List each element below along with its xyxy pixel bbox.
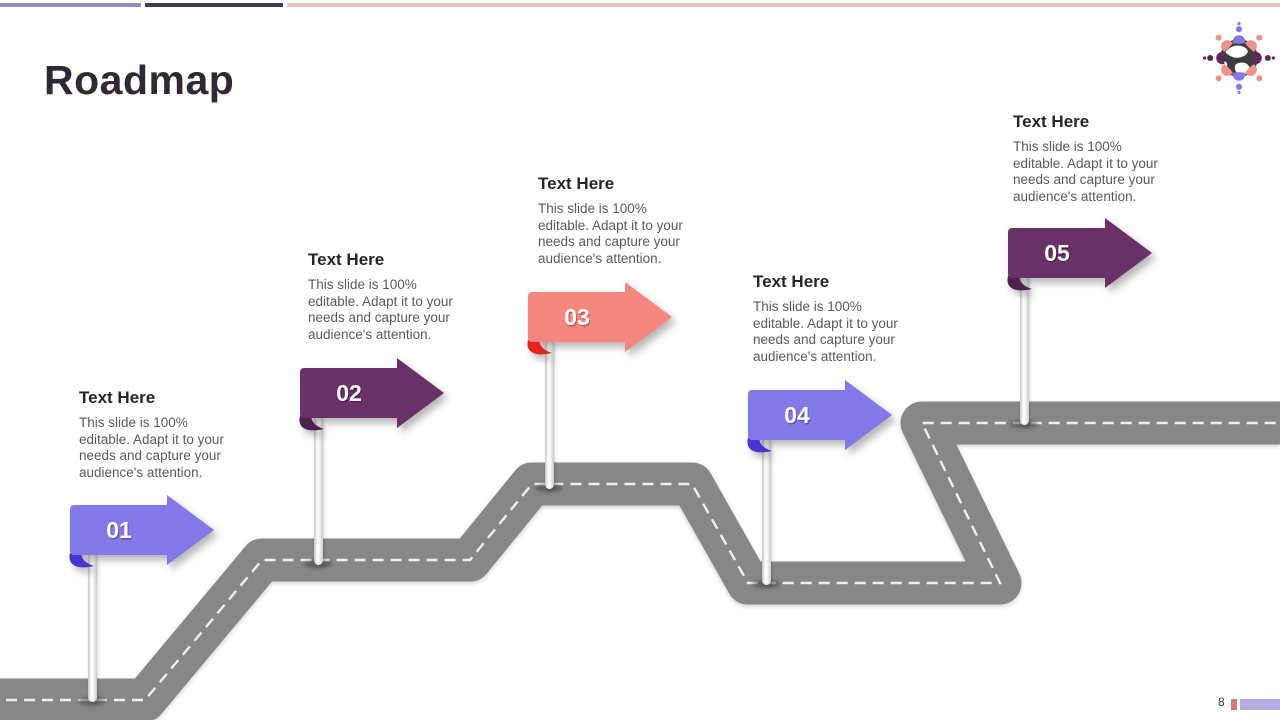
people-ring	[1203, 22, 1275, 94]
milestone-number: 01	[106, 517, 132, 543]
milestone-description: This slide is 100% editable. Adapt it to…	[753, 299, 923, 365]
milestone-01-text: Text Here This slide is 100% editable. A…	[79, 388, 249, 481]
description-line: editable. Adapt it to your	[1013, 155, 1158, 171]
description-line: needs and capture your	[308, 310, 450, 325]
description-line: editable. Adapt it to your	[753, 315, 898, 331]
page-title: Roadmap	[44, 57, 235, 104]
sign-curl	[299, 414, 324, 431]
signpost-pole	[87, 552, 97, 702]
svg-text:01: 01	[107, 519, 133, 545]
sign-curl	[527, 338, 552, 355]
description-line: needs and capture your	[1013, 172, 1155, 187]
description-line: audience's attention.	[753, 348, 877, 364]
milestone-number: 04	[784, 402, 810, 428]
sign-arrow-02: 02 02	[299, 358, 444, 431]
milestone-description: This slide is 100% editable. Adapt it to…	[308, 277, 478, 343]
sign-arrow-shape	[300, 358, 444, 428]
sign-curl	[747, 436, 772, 453]
description-line: editable. Adapt it to your	[308, 293, 453, 309]
signpost-pole	[1019, 275, 1029, 425]
description-line: audience's attention.	[1013, 188, 1137, 204]
description-line: This slide is 100%	[538, 201, 647, 216]
milestone-03-text: Text Here This slide is 100% editable. A…	[538, 174, 708, 267]
description-line: editable. Adapt it to your	[538, 217, 683, 233]
description-line: This slide is 100%	[753, 299, 862, 314]
milestone-title: Text Here	[79, 388, 156, 407]
sign-arrow-shape	[748, 380, 892, 450]
description-line: needs and capture your	[79, 448, 221, 463]
milestone-title: Text Here	[1013, 112, 1090, 131]
road-center-dashes	[0, 421, 1280, 702]
globe-people-logo-icon	[1203, 22, 1275, 94]
milestone-number: 03	[564, 304, 590, 330]
sign-curl	[1007, 274, 1032, 291]
sign-arrow-03: 03 03	[527, 282, 672, 355]
sign-arrow-05: 05 05	[1007, 218, 1152, 291]
sign-arrow-04: 04 04	[747, 380, 892, 453]
description-line: needs and capture your	[538, 234, 680, 249]
footer-accent-red	[1231, 699, 1237, 710]
signpost-pole	[761, 437, 771, 585]
milestone-number: 05	[1044, 240, 1070, 266]
milestone-02-text: Text Here This slide is 100% editable. A…	[308, 250, 478, 343]
svg-text:05: 05	[1045, 242, 1071, 268]
description-line: This slide is 100%	[1013, 139, 1122, 154]
top-bar-segment-3	[287, 3, 1280, 7]
milestone-description: This slide is 100% editable. Adapt it to…	[538, 201, 708, 267]
svg-text:04: 04	[785, 404, 811, 430]
milestone-title: Text Here	[538, 174, 615, 193]
milestone-description: This slide is 100% editable. Adapt it to…	[1013, 139, 1183, 205]
description-line: needs and capture your	[753, 332, 895, 347]
sign-curl	[69, 551, 94, 568]
description-line: editable. Adapt it to your	[79, 431, 224, 447]
page-number: 8	[1218, 695, 1225, 709]
signpost-pole	[313, 415, 323, 565]
sign-arrow-shape	[70, 495, 214, 565]
milestone-04-text: Text Here This slide is 100% editable. A…	[753, 272, 923, 365]
svg-text:02: 02	[337, 382, 363, 408]
description-line: This slide is 100%	[79, 415, 188, 430]
milestone-title: Text Here	[308, 250, 385, 269]
description-line: audience's attention.	[308, 326, 432, 342]
top-bar-segment-1	[0, 3, 141, 7]
milestone-title: Text Here	[753, 272, 830, 291]
footer-accent-purple	[1240, 699, 1280, 710]
description-line: This slide is 100%	[308, 277, 417, 292]
sign-arrow-shape	[528, 282, 672, 352]
svg-text:03: 03	[565, 306, 591, 332]
description-line: audience's attention.	[538, 250, 662, 266]
sign-arrow-shape	[1008, 218, 1152, 288]
sign-arrow-01: 01 01	[69, 495, 214, 568]
top-bar-segment-2	[145, 3, 283, 7]
milestone-description: This slide is 100% editable. Adapt it to…	[79, 415, 249, 481]
signpost-pole	[544, 339, 554, 489]
milestone-number: 02	[336, 380, 362, 406]
milestone-05-text: Text Here This slide is 100% editable. A…	[1013, 112, 1183, 205]
description-line: audience's attention.	[79, 464, 203, 480]
